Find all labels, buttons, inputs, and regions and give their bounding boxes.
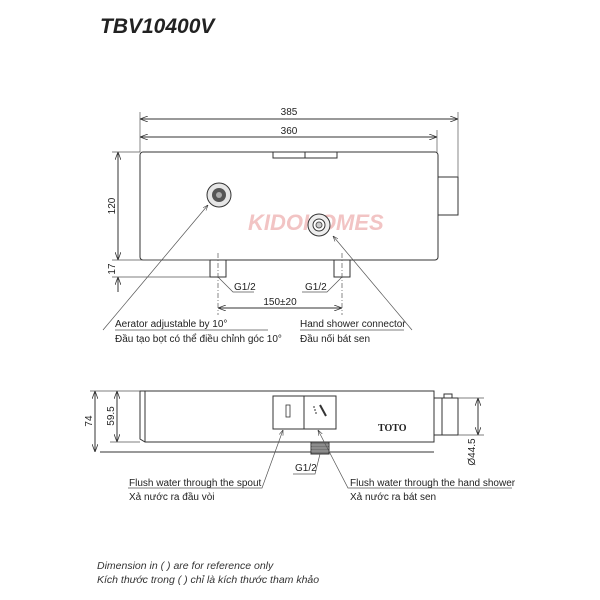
valve-body-top: [139, 151, 439, 261]
dim-150: 150±20: [263, 297, 297, 308]
top-view: KIDOHOMES 385 360 120 17: [102, 107, 459, 345]
aerator-icon: [206, 182, 232, 208]
side-thread-label: G1/2: [295, 463, 317, 474]
valve-body-side: [139, 390, 435, 443]
button-slot: [272, 152, 338, 159]
note-en: Dimension in ( ) are for reference only: [97, 560, 274, 572]
shower-icon: [313, 404, 327, 417]
dim-120: 120: [107, 197, 118, 214]
spout-button[interactable]: [272, 395, 305, 430]
thread-connector: [310, 441, 330, 455]
shower-label-vi: Xả nước ra bát sen: [350, 492, 436, 503]
brand-logo: TOTO: [378, 423, 407, 434]
dim-diameter: Ø44.5: [467, 438, 478, 466]
connector-label-en: Hand shower connector: [300, 319, 406, 330]
spout-label-vi: Xả nước ra đầu vòi: [129, 491, 215, 503]
side-cap-side: [433, 397, 459, 436]
dim-74: 74: [84, 415, 95, 427]
side-view: TOTO 74 59.5 Ø44.5 G1/2 Flush water thro…: [84, 390, 516, 503]
shower-button[interactable]: [303, 395, 337, 430]
cap-knob: [443, 393, 453, 399]
dim-385: 385: [281, 107, 298, 118]
product-title: TBV10400V: [100, 15, 216, 38]
aerator-label-vi: Đầu tạo bọt có thể điều chỉnh góc 10°: [115, 333, 282, 345]
connector-label-vi: Đầu nối bát sen: [300, 333, 370, 345]
note-vi: Kích thước trong ( ) chỉ là kích thước t…: [97, 574, 319, 586]
dim-59-5: 59.5: [106, 406, 117, 426]
spout-icon: [285, 404, 291, 418]
shower-label-en: Flush water through the hand shower: [350, 478, 516, 489]
thread-left-label: G1/2: [234, 282, 256, 293]
dim-17: 17: [107, 263, 118, 275]
aerator-label-en: Aerator adjustable by 10°: [115, 319, 227, 330]
side-cap-top: [437, 176, 459, 216]
thread-right-label: G1/2: [305, 282, 327, 293]
spout-label-en: Flush water through the spout: [129, 478, 262, 489]
hand-shower-connector-icon: [307, 213, 331, 237]
dim-360: 360: [281, 126, 298, 137]
